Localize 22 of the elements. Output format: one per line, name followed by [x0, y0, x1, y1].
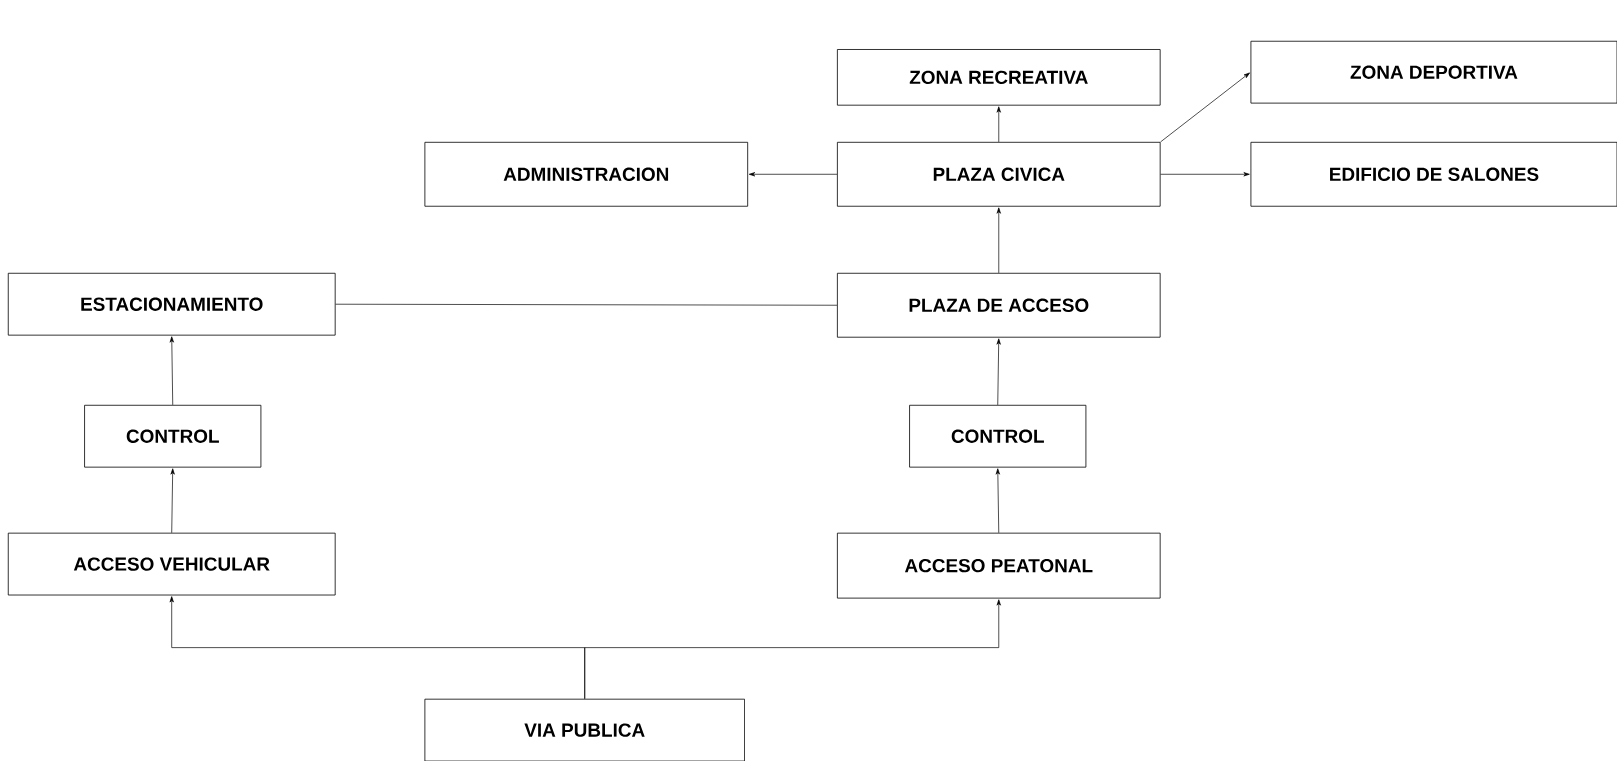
label-box: ZONA RECREATIVA	[837, 49, 1161, 106]
label-box: PLAZA CIVICA	[837, 141, 1161, 207]
arrow	[170, 468, 175, 534]
arrow	[748, 172, 838, 177]
label-box: CONTROL	[909, 404, 1087, 468]
label-box: EDIFICIO DE SALONES	[1250, 141, 1617, 207]
label-box: CONTROL	[84, 404, 262, 468]
label-box: ACCESO VEHICULAR	[7, 532, 336, 596]
label-box: ACCESO PEATONAL	[837, 532, 1161, 599]
label-box: VIA PUBLICA	[424, 698, 745, 761]
arrow	[995, 468, 1000, 534]
label-box: PLAZA DE ACCESO	[837, 272, 1161, 338]
arrow	[1160, 172, 1250, 177]
label-box: ADMINISTRACION	[424, 141, 749, 207]
arrow	[169, 336, 174, 406]
label-box: ZONA DEPORTIVA	[1250, 40, 1617, 104]
arrow	[996, 338, 1001, 406]
arrow	[584, 599, 1001, 700]
arrow	[1160, 72, 1250, 143]
arrow	[996, 106, 1001, 143]
arrow	[996, 207, 1001, 274]
label-box: ESTACIONAMIENTO	[7, 272, 336, 336]
